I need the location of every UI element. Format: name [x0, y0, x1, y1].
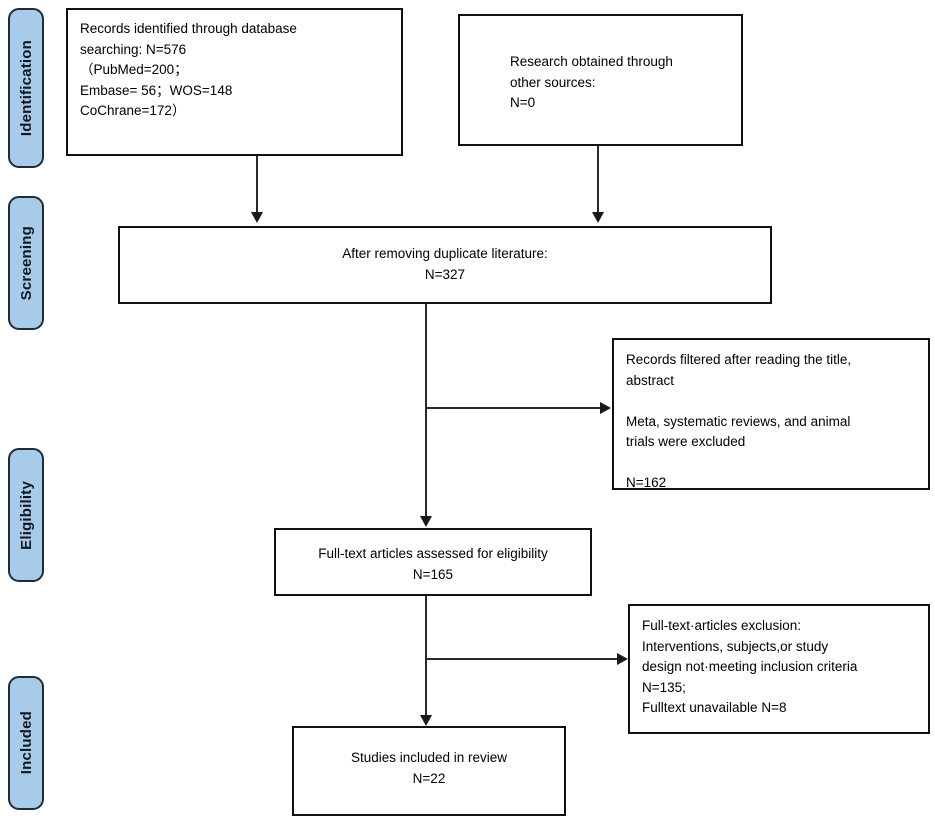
- stage-label-identification: Identification: [17, 39, 35, 137]
- connector-other-to-screening: [597, 146, 599, 214]
- box-title-abstract-excluded: Records filtered after reading the title…: [612, 338, 930, 490]
- box-other-sources: Research obtained through other sources:…: [458, 14, 743, 146]
- connector-branch-fulltext-exclusion: [426, 658, 620, 660]
- connector-eligibility-to-included: [425, 596, 427, 717]
- box-fulltext-assessed: Full-text articles assessed for eligibil…: [274, 528, 592, 596]
- box-included-studies: Studies included in review N=22: [292, 726, 566, 816]
- stage-label-eligibility: Eligibility: [17, 480, 35, 550]
- stage-pill-identification: Identification: [8, 8, 44, 168]
- arrowhead-other-to-screening: [592, 212, 604, 223]
- connector-database-to-screening: [256, 156, 258, 214]
- stage-pill-screening: Screening: [8, 196, 44, 330]
- stage-pill-eligibility: Eligibility: [8, 448, 44, 582]
- connector-branch-title-abstract: [426, 407, 603, 409]
- box-duplicates-removed: After removing duplicate literature: N=3…: [118, 226, 772, 304]
- stage-label-included: Included: [17, 711, 35, 775]
- box-database-search: Records identified through database sear…: [66, 8, 403, 156]
- arrowhead-branch-title-abstract: [600, 402, 611, 414]
- arrowhead-branch-fulltext-exclusion: [617, 653, 628, 665]
- box-fulltext-excluded: Full-text·articles exclusion: Interventi…: [628, 604, 930, 734]
- arrowhead-eligibility-to-included: [420, 715, 432, 726]
- stage-label-screening: Screening: [17, 225, 35, 301]
- connector-screening-to-eligibility: [425, 304, 427, 518]
- arrowhead-screening-to-eligibility: [420, 516, 432, 527]
- arrowhead-database-to-screening: [251, 212, 263, 223]
- stage-pill-included: Included: [8, 676, 44, 810]
